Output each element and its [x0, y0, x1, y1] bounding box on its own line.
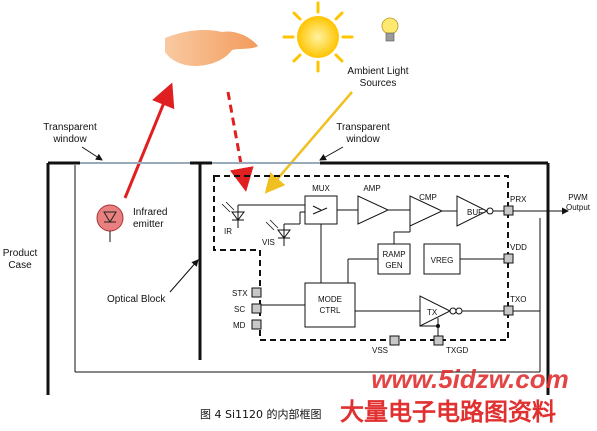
- md-label: MD: [233, 321, 246, 330]
- reflected-light-arrow: [226, 91, 254, 192]
- transparent-window-left-label-1: Transparent: [43, 122, 97, 133]
- figure-caption: 图 4 Si1120 的内部框图: [200, 407, 322, 421]
- product-case-label-2: Case: [8, 260, 32, 271]
- tx-driver-block: [419, 295, 452, 327]
- vis-label: VIS: [262, 238, 275, 247]
- infrared-emitter-label-1: Infrared: [133, 207, 167, 218]
- ambient-light-arrow: [264, 91, 353, 194]
- tx-label: TX: [427, 308, 438, 317]
- infrared-emitter-label-2: emitter: [133, 219, 164, 230]
- buf-label: BUF: [467, 208, 483, 217]
- chip-boundary: [213, 175, 509, 341]
- hand-icon: [165, 30, 258, 66]
- stx-pin: [251, 287, 262, 298]
- amp-block: [357, 195, 390, 225]
- ramp-gen-block: [377, 243, 411, 275]
- sc-pin: [251, 303, 262, 314]
- mode-ctrl-block: [304, 282, 356, 328]
- pwm-output-label-2: Output: [566, 203, 591, 212]
- prx-label: PRX: [510, 195, 527, 204]
- product-case-label-1: Product: [3, 248, 38, 259]
- ramp-gen-label-2: GEN: [385, 261, 403, 270]
- vdd-pin: [503, 253, 514, 264]
- mux-label: MUX: [312, 184, 330, 193]
- sun-icon: [282, 1, 354, 73]
- vdd-label: VDD: [510, 243, 527, 252]
- watermark-cn: 大量电子电路图资料: [340, 398, 556, 426]
- vis-photodiode-icon: [265, 219, 291, 246]
- vreg-block: [423, 243, 461, 275]
- product-case: [46, 161, 550, 395]
- cmp-label: CMP: [419, 193, 437, 202]
- vss-pin: [389, 335, 400, 346]
- prx-pin: [503, 205, 514, 216]
- infrared-emitter-icon: [96, 204, 124, 242]
- txgd-pin: [433, 335, 444, 346]
- ambient-light-label-2: Sources: [360, 78, 397, 89]
- md-pin: [251, 319, 262, 330]
- sc-label: SC: [234, 305, 245, 314]
- stx-label: STX: [232, 289, 248, 298]
- ramp-gen-label-1: RAMP: [382, 250, 405, 259]
- window-left-pointer: [81, 146, 103, 161]
- ir-label: IR: [224, 227, 232, 236]
- transparent-window-right-label-2: window: [345, 134, 380, 145]
- mux-block: [304, 195, 338, 225]
- transparent-window-left-label-2: window: [52, 134, 87, 145]
- txo-pin: [503, 305, 514, 316]
- vss-label: VSS: [372, 346, 388, 355]
- window-right-pointer: [319, 146, 344, 161]
- optical-block-pointer: [169, 259, 199, 293]
- lightbulb-icon: [381, 17, 399, 42]
- txgd-label: TXGD: [446, 346, 468, 355]
- pwm-output-label-1: PWM: [568, 193, 588, 202]
- buf-block: [456, 195, 489, 227]
- mode-ctrl-label-1: MODE: [318, 295, 342, 304]
- amp-label: AMP: [363, 184, 380, 193]
- emitted-light-arrow: [123, 82, 175, 199]
- mode-ctrl-label-2: CTRL: [320, 306, 341, 315]
- watermark-url: www.5idzw.com: [371, 364, 568, 394]
- ambient-light-label-1: Ambient Light: [347, 66, 408, 77]
- transparent-window-right-label-1: Transparent: [336, 122, 390, 133]
- cmp-block: [409, 195, 444, 227]
- txo-label: TXO: [510, 295, 526, 304]
- ir-photodiode-icon: [221, 201, 245, 228]
- optical-block-label: Optical Block: [107, 294, 166, 305]
- vreg-label: VREG: [431, 256, 454, 265]
